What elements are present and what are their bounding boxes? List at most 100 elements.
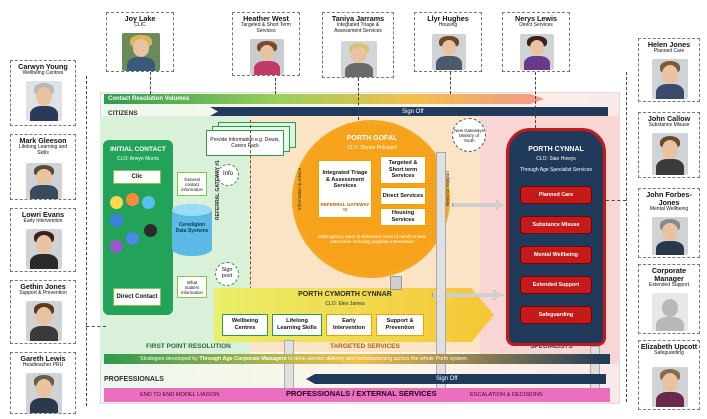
person-role: Planned Care: [653, 48, 685, 54]
person-card-corporate-manager: Corporate Manager Extended Support: [638, 264, 700, 334]
support-prevention-box: Support & Prevention: [376, 314, 424, 336]
strategies-strong: Through Age Corporate Managers: [199, 356, 287, 362]
connector-top-4: [450, 72, 451, 94]
person-name: Corporate Manager: [651, 266, 687, 283]
person-name: John Forbes-Jones: [646, 190, 692, 207]
connector-top-1: [150, 72, 151, 94]
triage-label: Integrated Triage & Assessment Services: [322, 170, 368, 190]
person-photo: [520, 34, 554, 70]
person-photo: [26, 229, 62, 269]
person-photo: [26, 373, 62, 413]
person-card-mark-gleeson: Mark Gleeson Lifelong Learning and Skill…: [10, 134, 76, 200]
person-photo: [341, 41, 377, 77]
person-role: Safeguarding: [654, 350, 684, 356]
provide-info-box: Provide Information e.g. Dewis, Carers P…: [206, 130, 284, 156]
person-name: Joy Lake: [124, 14, 156, 23]
initial-contact-clo: CLO: Arwyn Morris: [117, 156, 159, 162]
person-name: Llyr Hughes: [427, 14, 469, 23]
porth-cymorth-clo: CLO: Elen James: [325, 301, 365, 307]
person-role: Wellbeing Centres: [22, 70, 64, 76]
professionals-bar: [104, 388, 610, 402]
connector-top-2: [275, 78, 276, 94]
person-card-gethin-jones: Gethin Jones Support & Prevention: [10, 280, 76, 344]
strategies-post: to drive service delivery and commission…: [288, 356, 467, 362]
arrow-gofal-cymorth: [390, 276, 402, 290]
clic-box: Clic: [113, 170, 161, 184]
end-to-end-label: END TO END MODEL LIAISON: [140, 392, 220, 398]
gateways-note: New Gateways Ministry of Youth: [452, 118, 486, 152]
initial-contact-title: INITIAL CONTACT: [110, 146, 166, 153]
professionals-label: PROFESSIONALS: [104, 376, 164, 383]
web-icon: [110, 214, 123, 227]
what-matters-box: What matters information: [177, 276, 207, 298]
person-role: Lifelong Learning and Skills: [18, 144, 68, 156]
specialists-label: SPECIALISTS: [530, 343, 573, 350]
contact-resolution-arrow: [104, 94, 544, 104]
person-card-helen-jones: Helen Jones Planned Care: [638, 38, 700, 102]
person-card-john-callow: John Callow Substance Misuse: [638, 112, 700, 178]
person-photo: [652, 367, 688, 407]
extended-support-box: Extended Support: [520, 276, 592, 294]
person-name: Gethin Jones: [20, 282, 66, 291]
general-contact-box: General contact information: [177, 172, 207, 196]
planned-care-box: Planned Care: [520, 186, 592, 204]
information-advice-label: Information & Advice: [297, 167, 302, 210]
direct-services-box: Direct Services: [380, 187, 426, 205]
person-role: Mental Wellbeing: [649, 206, 689, 212]
person-role: Substance Misuse: [648, 122, 690, 128]
person-name: Mark Gleeson: [19, 136, 67, 145]
porth-cymorth-title: PORTH CYMORTH CYNNAR: [298, 291, 392, 298]
person-role: Integrated Triage & Assessment Services: [334, 22, 382, 34]
person-photo-placeholder: [652, 293, 688, 331]
mobile-icon: [144, 224, 157, 237]
porth-cynnal-sub: Through Age Specialist Services: [520, 167, 592, 173]
data-systems-label: Ceredigion Data Systems: [175, 222, 209, 234]
chat-icon: [126, 193, 139, 206]
substance-misuse-box: Substance Misuse: [520, 216, 592, 234]
info-circle: Info: [217, 164, 239, 186]
porth-gofal-clo: CLO: Donna Pritchard: [347, 145, 397, 151]
person-photo: [652, 133, 688, 175]
person-name: Taniya Jarrams: [331, 14, 385, 23]
porth-gofal-note: Multi agency team to determine level of …: [318, 234, 427, 245]
person-card-joy-lake: Joy Lake CLIC: [106, 12, 174, 72]
person-name: Heather West: [243, 14, 289, 23]
person-role: Early Intervention: [23, 218, 63, 224]
person-name: Helen Jones: [647, 40, 691, 49]
person-name: Lowri Evans: [21, 210, 65, 219]
person-role: Extended Support: [648, 282, 690, 288]
person-role: Targeted & Short Term Services: [241, 22, 291, 34]
safeguarding-box: Safeguarding: [520, 306, 592, 324]
person-role: Direct Services: [519, 22, 553, 28]
gateway-1-line: [250, 120, 251, 340]
person-role: Support & Prevention: [19, 290, 67, 296]
person-role: Housing: [438, 22, 458, 28]
connector-top-5: [535, 72, 536, 128]
sign-off-top-bar: [210, 107, 608, 116]
person-card-lowri-evans: Lowri Evans Early Intervention: [10, 208, 76, 272]
wellbeing-centres-box: Wellbeing Centres: [222, 314, 268, 336]
person-photo: [26, 163, 62, 199]
data-systems-top: [172, 204, 212, 216]
person-photo: [122, 33, 160, 71]
porth-cynnal-clo: CLO: Sian Howys: [536, 156, 576, 162]
connector-right-h: [606, 200, 626, 201]
video-icon: [110, 240, 123, 253]
escalation-label: ESCALATION & DECISIONS: [470, 392, 543, 398]
mental-wellbeing-box: Mental Wellbeing: [520, 246, 592, 264]
person-photo: [652, 59, 688, 99]
gateway-2-label: REFERRAL GATEWAY #2: [320, 202, 370, 213]
strategies-pre: Strategies developed by: [140, 356, 198, 362]
person-name: Nerys Lewis: [515, 14, 557, 23]
person-card-llyr-hughes: Llyr Hughes Housing: [414, 12, 482, 72]
person-card-heather-west: Heather West Targeted & Short Term Servi…: [232, 12, 300, 76]
person-name: Gareth Lewis: [20, 354, 66, 363]
person-photo: [652, 217, 688, 255]
signpost-circle: Sign post: [215, 262, 239, 286]
email-icon: [110, 196, 123, 209]
arrow-down-1: [284, 340, 294, 390]
social-icon: [126, 232, 139, 245]
connector-top-3: [358, 78, 359, 120]
targeted-short-box: Targeted & Short term Services: [380, 156, 426, 184]
connector-left-h: [86, 326, 106, 327]
